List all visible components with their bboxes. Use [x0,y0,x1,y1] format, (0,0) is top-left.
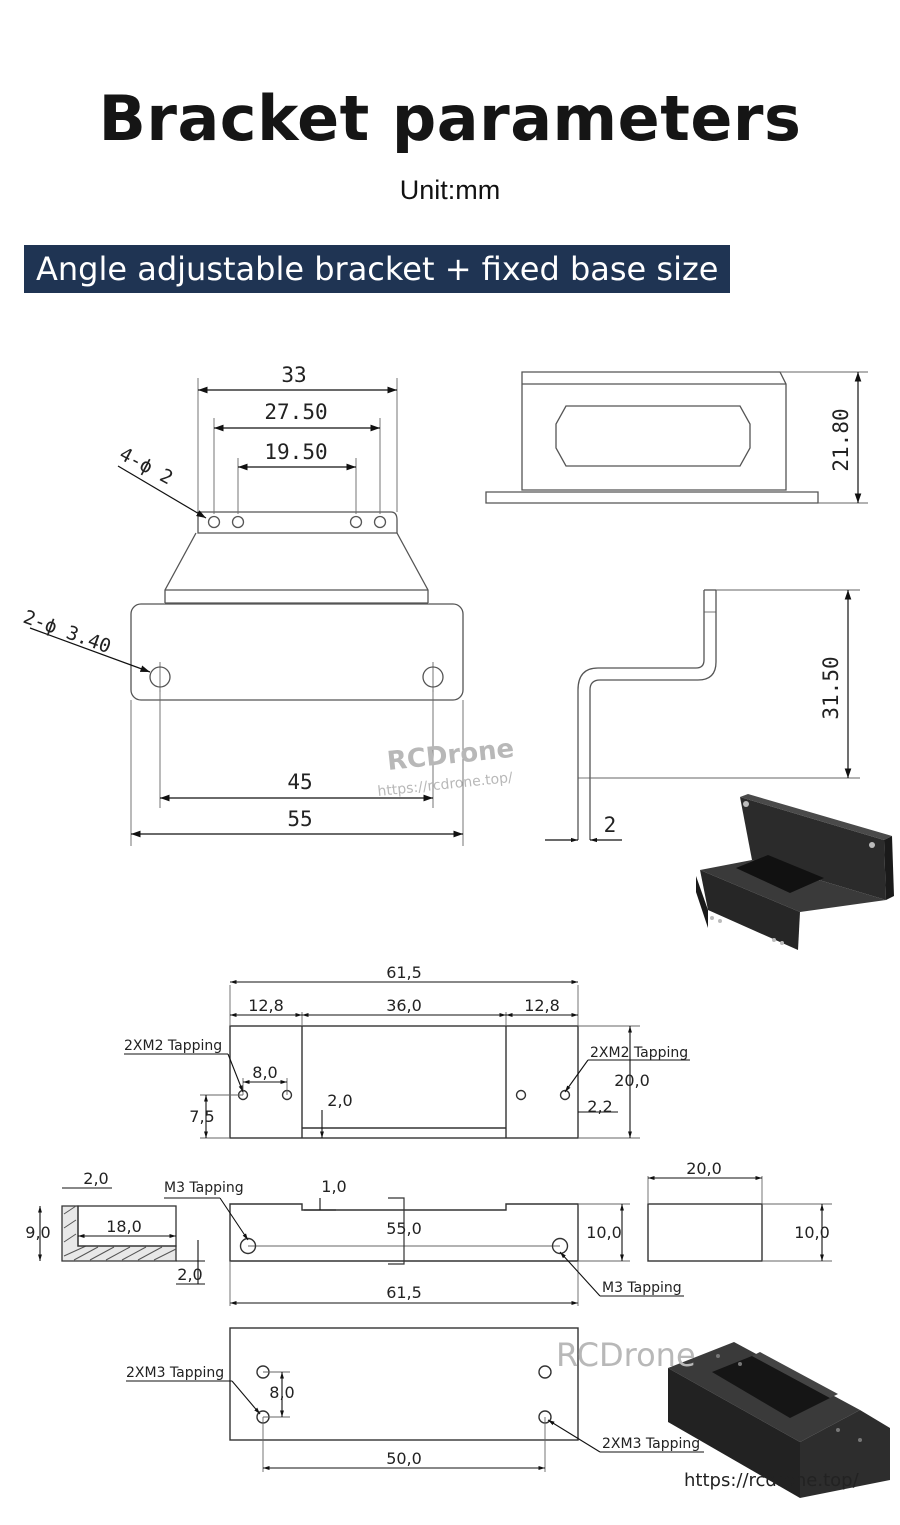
label-bottom-hole-right: 2XM3 Tapping [602,1436,700,1452]
section-banner: Angle adjustable bracket + fixed base si… [24,245,731,293]
dim-base-height: 20,0 [614,1071,650,1090]
dim-21-80: 21.80 [829,408,853,471]
label-bottom-hole-left: 2XM3 Tapping [126,1365,224,1381]
label-front-hole-bottom: M3 Tapping [602,1280,682,1296]
dim-31-50: 31.50 [819,656,843,719]
bracket-dimension-lines [29,386,463,838]
dim-front-spacing: 55,0 [386,1219,422,1238]
dim-bottom-hole-spacing: 8,0 [269,1383,294,1402]
dim-base-offset-left: 7,5 [189,1107,214,1126]
dim-section-width: 18,0 [106,1217,142,1236]
bracket-front-view [130,511,464,701]
page-title: Bracket parameters [98,82,802,155]
dim-base-overall: 61,5 [386,963,422,982]
dim-end-width: 20,0 [686,1159,722,1178]
dim-33: 33 [281,363,306,387]
dim-base-right-seg: 12,8 [524,996,560,1015]
dim-section-height: 9,0 [25,1223,50,1242]
dim-front-height: 10,0 [586,1223,622,1242]
dim-bottom-span: 50,0 [386,1449,422,1468]
dim-front-overall: 61,5 [386,1283,422,1302]
label-base-hole-right: 2XM2 Tapping [590,1045,688,1061]
dim-front-notch: 1,0 [321,1177,346,1196]
side-extension-lines [780,371,868,504]
unit-label: Unit:mm [399,175,501,205]
bracket-3d-render [696,794,894,950]
bracket-profile-view [577,589,717,840]
dim-end-height: 10,0 [794,1223,830,1242]
base-3d-render [668,1342,890,1498]
dim-thickness: 2 [604,813,617,837]
dim-base-slot: 2,0 [327,1091,352,1110]
dim-55: 55 [287,807,312,831]
bottom-dimension-lines [126,1371,704,1472]
watermark-brand-2: RCDrone [556,1336,696,1374]
base-front-view [229,1197,579,1265]
base-bottom-view [229,1327,579,1441]
bracket-side-view [485,371,819,504]
dim-section-bottom: 2,0 [177,1265,202,1284]
dim-27-50: 27.50 [264,400,327,424]
dim-base-left-seg: 12,8 [248,996,284,1015]
dim-45: 45 [287,770,312,794]
base-end-view [647,1176,832,1262]
dim-section-top: 2,0 [83,1169,108,1188]
base-top-view [229,1025,579,1139]
profile-extension-lines [590,589,860,779]
label-large-holes: 2-ϕ 3.40 [20,606,114,658]
watermark-brand-1: RCDrone [386,734,516,777]
dim-base-offset-right: 2,2 [587,1097,612,1116]
dim-base-mid-seg: 36,0 [386,996,422,1015]
watermark-url-2: https://rcdrone.top/ [684,1470,860,1491]
dim-base-hole-spacing: 8,0 [252,1063,277,1082]
dim-19-50: 19.50 [264,440,327,464]
base-top-dimension-lines [124,980,690,1138]
end-dimension-lines [648,1176,824,1261]
label-base-hole-left: 2XM2 Tapping [124,1038,222,1054]
front-dimension-lines [164,1197,684,1306]
base-section-view [61,1205,177,1262]
label-front-hole-top: M3 Tapping [164,1180,244,1196]
section-dimension-lines [38,1187,205,1285]
